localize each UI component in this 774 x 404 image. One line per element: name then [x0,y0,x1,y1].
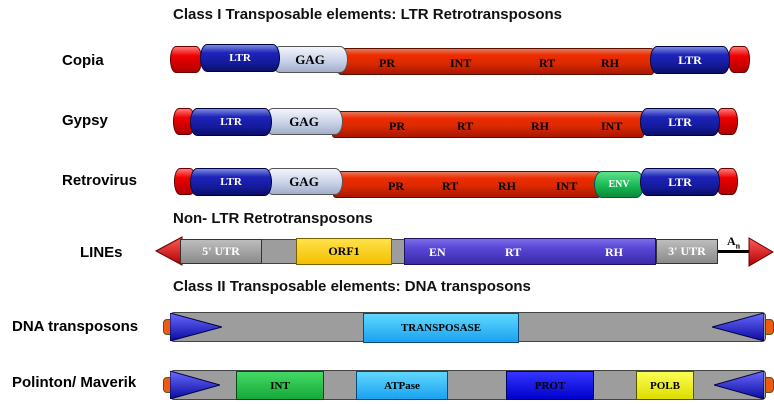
row-label-copia: Copia [62,52,104,69]
gag-region: GAG [265,168,343,195]
right-triangle-icon [748,237,774,267]
domain-rh: RH [498,179,516,193]
domain-rt: RT [457,119,474,133]
heading-class2: Class II Transposable elements: DNA tran… [173,278,531,295]
orf1: ORF1 [296,238,392,265]
row-label-gypsy: Gypsy [62,112,108,129]
domain-rt: RT [539,56,556,70]
domain-pr: PR [388,179,404,193]
row-label-dna-transposons: DNA transposons [12,318,139,335]
orf2: EN RT RH [404,238,656,265]
tir-right-icon [712,313,764,341]
end-cap-right [728,46,750,73]
polya-tail [718,250,756,253]
ltr-left: LTR [190,168,272,196]
domain-rt: RT [442,179,459,193]
row-label-lines: LINEs [80,244,123,261]
domain-prot: PROT [506,371,594,400]
domain-rh: RH [531,119,549,133]
left-triangle-icon [155,236,183,266]
pol-region: PR RT RH INT [332,111,644,138]
domain-int: INT [450,56,472,70]
tir-right-icon [714,371,764,399]
domain-rh: RH [601,56,619,70]
domain-pr: PR [389,119,405,133]
domain-int: INT [601,119,623,133]
domain-int: INT [236,371,324,400]
domain-rh: RH [605,245,623,259]
domain-polb: POLB [636,371,694,400]
tir-left-icon [170,313,222,341]
pol-region: PR RT RH INT [333,171,601,198]
ltr-left: LTR [190,108,272,136]
domain-rt: RT [505,245,522,259]
row-label-retrovirus: Retrovirus [62,172,138,189]
gag-region: GAG [272,46,348,73]
utr-5: 5' UTR [180,239,262,264]
transposase: TRANSPOSASE [363,313,519,343]
domain-en: EN [429,245,446,259]
domain-atpase: ATPase [356,371,448,400]
pol-region: PR INT RT RH [338,48,654,75]
gag-region: GAG [265,108,343,135]
polya-label: An [727,234,741,251]
end-cap-left [170,46,202,73]
env-region: ENV [594,171,644,198]
domain-pr: PR [379,56,395,70]
heading-class1: Class I Transposable elements: LTR Retro… [173,6,562,23]
ltr-right: LTR [640,108,720,136]
tir-left-icon [170,371,220,399]
ltr-right: LTR [650,46,730,74]
row-label-polinton: Polinton/ Maverik [12,374,137,391]
ltr-right: LTR [640,168,720,196]
utr-3: 3' UTR [656,239,718,264]
heading-non-ltr: Non- LTR Retrotransposons [173,210,373,227]
ltr-left: LTR [200,44,280,72]
domain-int: INT [556,179,578,193]
